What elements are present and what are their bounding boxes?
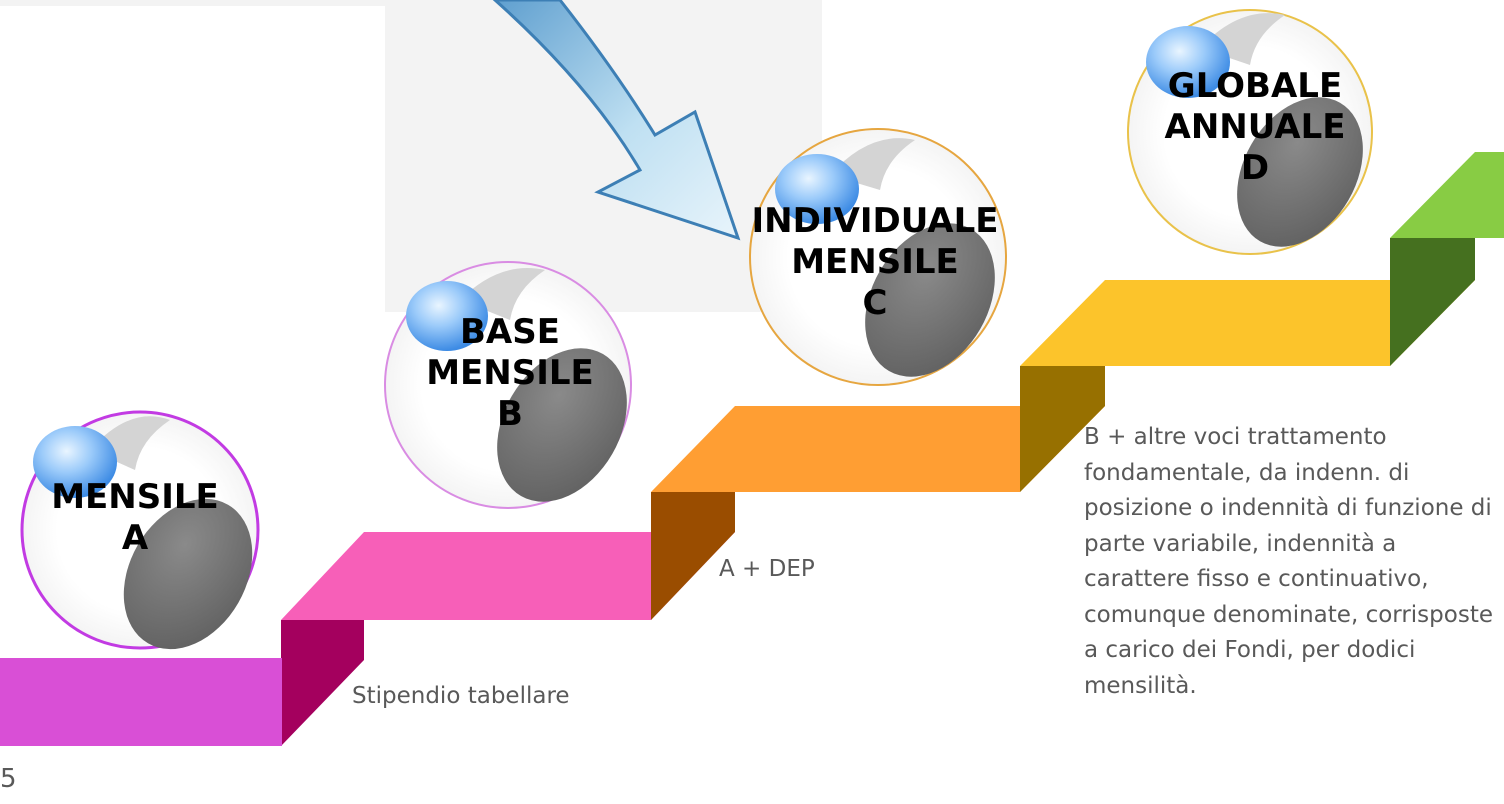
grey-oval-icon [1237,97,1363,247]
badge-a-line2: A [121,518,149,558]
badge-c-text: INDIVIDUALE MENSILE C [720,201,1030,324]
step-b [281,492,735,620]
step-c [651,366,1105,492]
blue-ball-icon [775,154,859,224]
bubble-b [384,261,632,509]
step-a-tread [0,658,282,746]
step-d [1020,238,1475,366]
bubble-c [749,128,1007,386]
arrow-icon [492,0,741,241]
badge-c-line2: MENSILE [791,242,959,282]
blue-ball-icon [406,281,488,351]
blue-ball-icon [33,426,117,498]
step-c-riser [1020,366,1105,492]
badge-d-line2: ANNUALE [1164,107,1346,147]
badge-a-text: MENSILE A [30,477,240,559]
page-number: 5 [0,764,17,794]
label-a: Stipendio tabellare [352,683,570,709]
badge-b-text: BASE MENSILE B [400,312,620,435]
badge-a-line1: MENSILE [51,477,219,517]
blue-ball-icon [1146,26,1230,98]
badge-b-line3: B [497,394,523,434]
badge-b-line2: MENSILE [426,353,594,393]
badge-d-line3: D [1240,148,1270,188]
left-panel [0,0,385,6]
badge-d-text: GLOBALE ANNUALE D [1140,66,1370,189]
label-c: B + altre voci trattamento fondamentale,… [1084,424,1493,699]
step-d-riser [1390,238,1475,366]
step-b-riser [651,492,735,620]
step-c-top [651,406,1105,492]
grey-oval-icon [123,498,253,650]
badge-b-line1: BASE [460,312,560,352]
label-b: A + DEP [719,556,815,582]
grey-oval-icon [865,223,995,377]
bubble-d [1127,9,1373,255]
bubble-a [20,410,260,650]
step-e [1390,152,1504,238]
step-b-top [281,532,735,620]
badge-c-line3: C [862,283,888,323]
step-a-riser [281,620,364,746]
badge-c-line1: INDIVIDUALE [751,201,999,241]
grey-oval-icon [497,348,627,502]
step-a [0,620,364,746]
badge-d-line1: GLOBALE [1167,66,1343,106]
step-d-top [1020,280,1475,366]
step-e-top [1390,152,1504,238]
step-b-front [281,532,282,533]
